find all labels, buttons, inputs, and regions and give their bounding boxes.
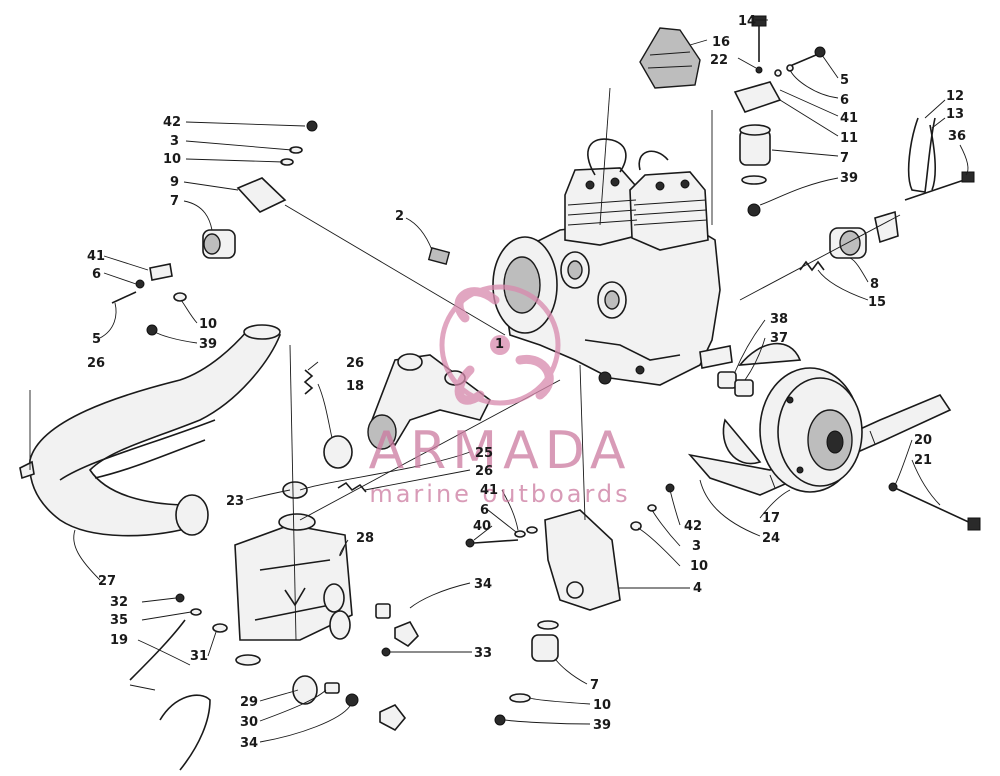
callout-34: 34 [474, 577, 492, 592]
callout-39: 39 [840, 171, 858, 186]
callout-23: 23 [226, 494, 244, 509]
callout-20: 20 [914, 433, 932, 448]
callout-5: 5 [92, 332, 101, 347]
upper-left-mount [111, 120, 318, 336]
callout-6: 6 [840, 93, 849, 108]
callout-12: 12 [946, 89, 964, 104]
callout-39: 39 [199, 337, 217, 352]
callout-38: 38 [770, 312, 788, 327]
callout-39: 39 [593, 718, 611, 733]
callout-26: 26 [87, 356, 105, 371]
callout-15: 15 [868, 295, 886, 310]
leader-lines [29, 19, 969, 743]
callout-17: 17 [762, 511, 780, 526]
callout-14: 14 [738, 14, 756, 29]
callout-42: 42 [163, 115, 181, 130]
callout-37: 37 [770, 331, 788, 346]
callout-10: 10 [690, 559, 708, 574]
callout-7: 7 [840, 151, 849, 166]
callout-42: 42 [684, 519, 702, 534]
callout-33: 33 [474, 646, 492, 661]
callout-36: 36 [948, 129, 966, 144]
callout-10: 10 [163, 152, 181, 167]
callout-6: 6 [480, 503, 489, 518]
callout-2: 2 [395, 209, 404, 224]
callout-18: 18 [346, 379, 364, 394]
callout-10: 10 [593, 698, 611, 713]
callout-11: 11 [840, 131, 858, 146]
callout-7: 7 [590, 678, 599, 693]
callout-13: 13 [946, 107, 964, 122]
callout-26: 26 [346, 356, 364, 371]
engine-block [492, 138, 733, 386]
callout-3: 3 [170, 134, 179, 149]
callout-6: 6 [92, 267, 101, 282]
callout-16: 16 [712, 35, 730, 50]
callout-1: 1 [495, 337, 504, 352]
callout-41: 41 [87, 249, 105, 264]
lower-mount-bracket [465, 483, 675, 726]
exhaust-manifold [282, 353, 492, 499]
callout-10: 10 [199, 317, 217, 332]
callout-41: 41 [840, 111, 858, 126]
callout-7: 7 [170, 194, 179, 209]
callout-27: 27 [98, 574, 116, 589]
callout-29: 29 [240, 695, 258, 710]
callout-19: 19 [110, 633, 128, 648]
exhaust-pipe [19, 324, 282, 537]
callout-34: 34 [240, 736, 258, 751]
drive-clutch [687, 342, 981, 531]
callout-32: 32 [110, 595, 128, 610]
callout-26: 26 [475, 464, 493, 479]
callout-9: 9 [170, 175, 179, 190]
callout-25: 25 [475, 446, 493, 461]
watermark-logo [439, 284, 561, 406]
muffler [129, 513, 419, 771]
callout-31: 31 [190, 649, 208, 664]
callout-22: 22 [710, 53, 728, 68]
callout-40: 40 [473, 519, 491, 534]
upper-right-mount [639, 15, 826, 217]
watermark-brand: ARMADA [369, 421, 632, 481]
callout-24: 24 [762, 531, 780, 546]
callout-35: 35 [110, 613, 128, 628]
callout-8: 8 [870, 277, 879, 292]
callout-28: 28 [356, 531, 374, 546]
callout-41: 41 [480, 483, 498, 498]
watermark-tagline: marine outboards [369, 480, 630, 508]
callout-5: 5 [840, 73, 849, 88]
callout-30: 30 [240, 715, 258, 730]
callout-21: 21 [914, 453, 932, 468]
callout-3: 3 [692, 539, 701, 554]
decal-part [427, 247, 451, 265]
part-callouts: 14 16 22 5 6 41 11 7 39 12 13 36 8 15 42… [87, 14, 966, 751]
callout-4: 4 [693, 581, 702, 596]
